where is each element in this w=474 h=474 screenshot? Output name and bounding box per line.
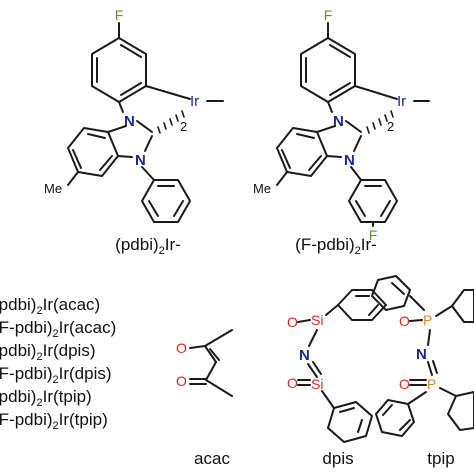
phosphorus-atom: P xyxy=(423,312,432,328)
oxygen-atom: O xyxy=(287,314,298,330)
phosphorus-atom: P xyxy=(427,376,436,392)
nitrogen-atom-2: N xyxy=(135,152,146,169)
methyl-label: Me xyxy=(253,181,271,196)
ligand-tpip-label: tpip xyxy=(427,449,454,468)
fluorine-atom-para: F xyxy=(369,227,378,243)
ligand-count: 2 xyxy=(180,119,187,134)
complex-right-structure: F Ir 2 N N Me F xyxy=(253,7,430,243)
fluorine-atom: F xyxy=(324,7,333,23)
complex-left-label: (pdbi)2Ir- xyxy=(115,235,181,257)
dpis-structure: O Si N O Si xyxy=(287,289,387,443)
compound-list-item-4: (F-pdbi)2Ir(dpis) xyxy=(0,364,112,386)
nitrogen-atom: N xyxy=(299,347,310,364)
oxygen-atom: O xyxy=(176,373,187,389)
silicon-atom: Si xyxy=(311,312,323,328)
oxygen-atom: O xyxy=(176,340,187,356)
compound-list: (pdbi)2Ir(acac) (F-pdbi)2Ir(acac) (pdbi)… xyxy=(0,295,116,432)
compound-list-item-1: (pdbi)2Ir(acac) xyxy=(0,295,100,317)
compound-list-item-2: (F-pdbi)2Ir(acac) xyxy=(0,318,116,340)
tpip-structure: O P N O P xyxy=(371,275,474,437)
compound-list-item-5: (pdbi)2Ir(tpip) xyxy=(0,387,92,409)
nitrogen-atom-1: N xyxy=(124,113,135,130)
iridium-atom: Ir xyxy=(397,93,406,110)
oxygen-atom: O xyxy=(399,313,410,329)
ligand-dpis-label: dpis xyxy=(322,449,353,468)
ligand-count: 2 xyxy=(387,119,394,134)
fluorine-atom: F xyxy=(115,7,124,23)
silicon-atom: Si xyxy=(311,376,323,392)
complex-right-label: (F-pdbi)2Ir- xyxy=(295,235,377,257)
methyl-label: Me xyxy=(44,181,62,196)
nitrogen-atom: N xyxy=(416,346,427,363)
nitrogen-atom-2: N xyxy=(344,152,355,169)
complex-left-structure: F Ir 2 N N Me xyxy=(44,7,224,223)
acac-structure: O O xyxy=(176,329,233,397)
hashed-bond xyxy=(366,110,394,134)
oxygen-atom: O xyxy=(399,376,410,392)
ligand-acac-label: acac xyxy=(194,449,230,468)
compound-list-item-3: (pdbi)2Ir(dpis) xyxy=(0,341,96,363)
hashed-bond xyxy=(157,110,185,134)
iridium-atom: Ir xyxy=(190,93,199,110)
oxygen-atom: O xyxy=(287,375,298,391)
nitrogen-atom-1: N xyxy=(333,113,344,130)
compound-list-item-6: (F-pdbi)2Ir(tpip) xyxy=(0,410,108,432)
